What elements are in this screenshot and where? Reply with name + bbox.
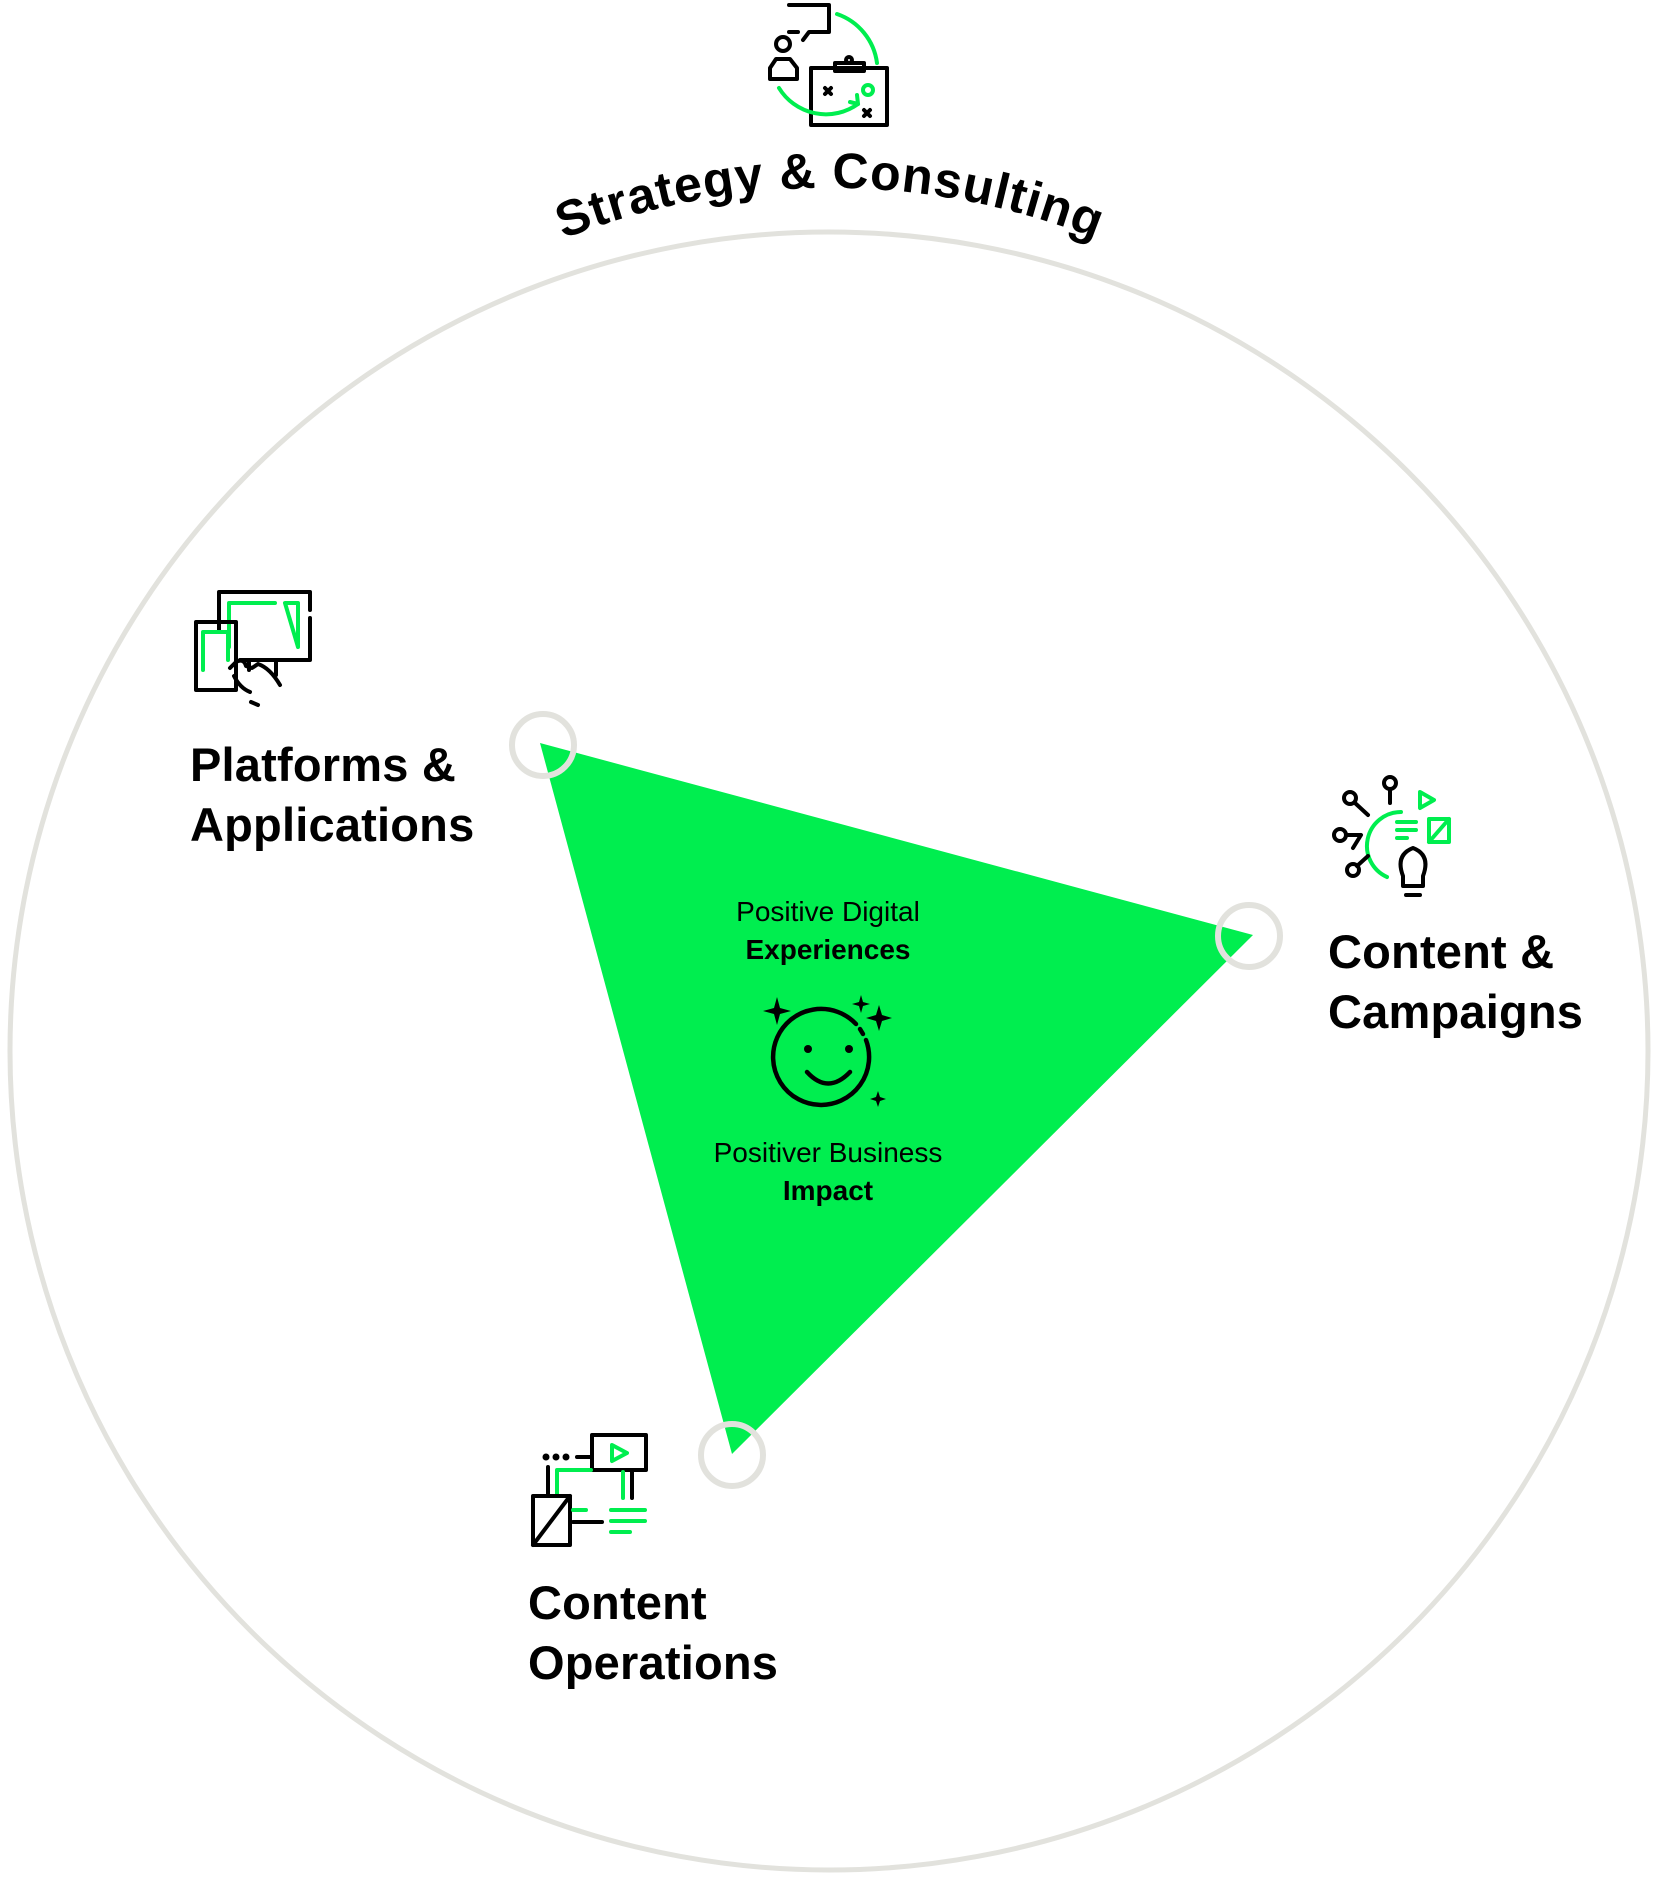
center-top-bold: Experiences (745, 934, 911, 965)
vertex-ring-content-operations[interactable] (698, 1421, 766, 1489)
smiley-sparkles-icon (763, 995, 892, 1108)
node-label-line2: Operations (528, 1636, 779, 1689)
strategy-clipboard-icon (768, 3, 889, 127)
outer-ring (7, 229, 1651, 1873)
center-bottom-text: Positiver Business Impact (648, 1134, 1008, 1210)
node-label-content-operations[interactable]: Content Operations (528, 1573, 778, 1693)
value-triangle (540, 743, 1253, 1454)
center-bottom-light: Positiver Business (713, 1137, 943, 1168)
node-label-line1: Content & (1328, 925, 1555, 978)
devices-touch-icon (194, 590, 312, 707)
node-label-content-campaigns[interactable]: Content & Campaigns (1328, 922, 1583, 1042)
vertex-ring-platforms[interactable] (509, 711, 577, 779)
center-bottom-bold: Impact (782, 1175, 874, 1206)
ideas-network-icon (1332, 775, 1451, 897)
node-label-line2: Campaigns (1328, 985, 1584, 1038)
node-label-line1: Content (528, 1576, 707, 1629)
node-label-platforms[interactable]: Platforms & Applications (190, 735, 474, 855)
node-label-line2: Applications (190, 798, 475, 851)
vertex-ring-content-campaigns[interactable] (1215, 902, 1283, 970)
content-workflow-icon (531, 1433, 648, 1547)
center-top-light: Positive Digital (736, 896, 920, 927)
center-top-text: Positive Digital Experiences (648, 893, 1008, 969)
node-label-line1: Platforms & (190, 738, 456, 791)
